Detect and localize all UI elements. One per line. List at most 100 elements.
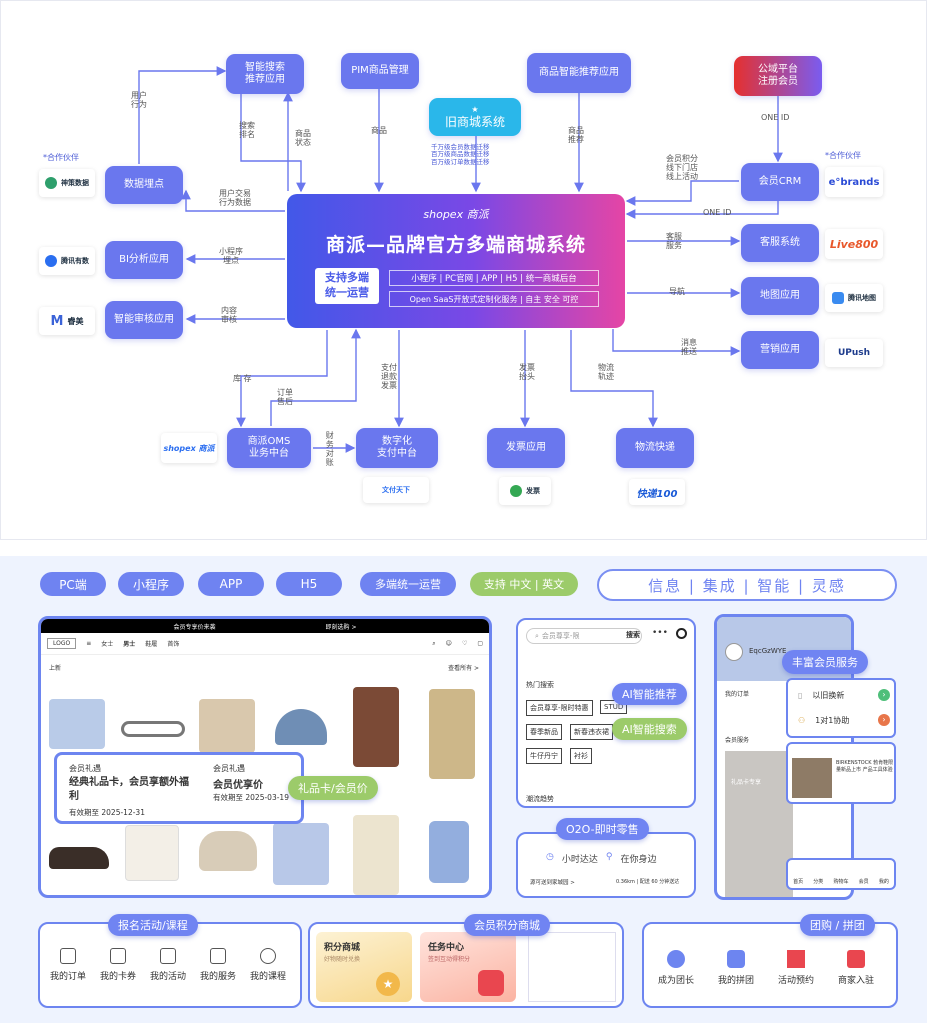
product-socks[interactable]: [429, 821, 469, 883]
phone-services: 会员服务: [725, 737, 750, 744]
edge-one-id: ONE ID: [703, 208, 732, 217]
search-button[interactable]: 搜索: [626, 631, 640, 639]
desktop-logo: LOGO: [47, 638, 77, 649]
edge-search-rank: 搜索 排名: [239, 121, 255, 140]
become-leader[interactable]: 成为团长: [658, 950, 694, 986]
nav-home[interactable]: 首页: [793, 879, 804, 885]
heart-icon[interactable]: ♡: [461, 640, 468, 647]
group-tag: 团购 / 拼团: [800, 914, 875, 936]
chip-5[interactable]: 衬衫: [570, 748, 592, 764]
bag-icon[interactable]: ▢: [477, 640, 483, 647]
leader-icon: [667, 950, 685, 968]
product-tank[interactable]: [353, 687, 399, 767]
tagline: 信息 | 集成 | 智能 | 灵感: [597, 569, 897, 601]
partner-tencent-youshu: 腾讯有数: [39, 247, 95, 275]
edge-product: 商品: [371, 126, 387, 135]
nav-jewelry[interactable]: 首饰: [167, 641, 180, 648]
task-center[interactable]: 任务中心 签到互动得积分: [420, 932, 516, 1002]
pill-h5: H5: [276, 572, 342, 596]
o2o-row[interactable]: 源可送到家城园 >: [530, 880, 575, 886]
coupon2-title: 会员优享价: [213, 780, 263, 791]
o2o-hour: ◷ 小时达达 ⚲ 在你身边: [546, 852, 657, 865]
my-coupons[interactable]: 我的卡券: [100, 948, 136, 982]
product-pants2[interactable]: [353, 815, 399, 895]
edge-order-afterservice: 订单 售后: [277, 388, 293, 407]
product-pants[interactable]: [429, 689, 475, 779]
edge-user-trade: 用户交易 行为数据: [219, 189, 251, 208]
partner-upush: UPush: [825, 339, 883, 367]
phone-logo: [725, 643, 743, 661]
banner-link[interactable]: 即刻选购 >: [325, 623, 357, 631]
product-cap[interactable]: [275, 709, 327, 745]
o2o-dist: 0.36km | 配送 60 分钟送达: [616, 879, 680, 885]
merchant-join[interactable]: 商家入驻: [838, 950, 874, 986]
chip-3[interactable]: 新春违衣裙: [570, 724, 613, 740]
node-customer-service: 客服系统: [741, 224, 819, 262]
center-badge: 支持多端 统一运营: [315, 268, 379, 304]
group-icon: [727, 950, 745, 968]
activities-card: 我的订单 我的卡券 我的活动 我的服务 我的课程: [38, 922, 302, 1008]
node-audit: 智能审核应用: [105, 301, 183, 339]
node-recommend: 商品智能推荐应用: [527, 53, 631, 93]
old-mall-label: 旧商城系统: [444, 114, 505, 129]
edge-invoice-header: 发票 抬头: [519, 363, 535, 382]
nav-category[interactable]: 分类: [813, 879, 824, 885]
product-shirt2[interactable]: [273, 823, 329, 885]
nav-member[interactable]: 会员: [858, 879, 869, 885]
phone-orders[interactable]: 我的订单: [725, 691, 750, 698]
more-icon[interactable]: •••: [652, 628, 668, 638]
node-public-platform: 公域平台 注册会员: [734, 56, 822, 96]
product-shirt[interactable]: [199, 699, 255, 753]
my-orders[interactable]: 我的订单: [50, 948, 86, 982]
search-icon[interactable]: ⌕: [432, 639, 436, 647]
course-icon: [260, 948, 276, 964]
assist-item[interactable]: ⚇ 1对1协助 ›: [798, 714, 890, 726]
section-title: 上新: [49, 665, 62, 672]
chip-0[interactable]: 会员尊享-限时特惠: [526, 700, 593, 716]
diagram-connectors: [138, 66, 783, 453]
ai-recommend-tag: AI智能推荐: [612, 683, 687, 705]
node-data-tracking: 数据埋点: [105, 166, 183, 204]
star-icon: ★: [471, 104, 479, 114]
nav-cart[interactable]: 购物车: [833, 879, 849, 885]
menu-icon[interactable]: ≡: [86, 640, 92, 647]
chip-4[interactable]: 牛仔丹宁: [526, 748, 562, 764]
edge-logistics-track: 物流 轨迹: [598, 363, 614, 382]
edge-user-behavior: 用户 行为: [131, 91, 147, 110]
tencent-youshu-logo-icon: [45, 255, 57, 267]
product-glasses[interactable]: [121, 721, 185, 737]
banner-text: BIRKENSTOCK 勃肯鞋限量新品上市 产品工具体验: [836, 760, 894, 773]
node-pim: PIM商品管理: [341, 53, 419, 89]
exchange-item[interactable]: ▯ 以旧换新 ›: [798, 689, 890, 701]
rich-member-tag: 丰富会员服务: [782, 650, 868, 674]
partner-label-right: *合作伙伴: [825, 151, 861, 160]
product-shoe[interactable]: [49, 847, 109, 869]
product-tee2[interactable]: [125, 825, 179, 881]
old-mall-sub: 千万级会员数据迁移 百万级商品数据迁移 百万级订单数据迁移: [431, 143, 490, 166]
edge-inventory: 库 存: [233, 374, 252, 383]
product-tshirt[interactable]: [49, 699, 105, 749]
target-icon[interactable]: [676, 628, 687, 639]
user-icon[interactable]: ☺: [445, 640, 452, 647]
points-mall[interactable]: 积分商城 好物随时兑换 ★: [316, 932, 412, 1002]
center-row2: Open SaaS开放式定制化服务 | 自主 安全 可控: [389, 291, 599, 307]
partner-label-left: *合作伙伴: [43, 153, 79, 162]
my-group[interactable]: 我的拼团: [718, 950, 754, 986]
my-activities[interactable]: 我的活动: [150, 948, 186, 982]
node-bi: BI分析应用: [105, 241, 183, 279]
chip-2[interactable]: 春季新品: [526, 724, 562, 740]
view-all-link[interactable]: 查看所有 >: [448, 665, 479, 672]
nav-men[interactable]: 男士: [123, 641, 136, 648]
product-bucket[interactable]: [199, 831, 257, 871]
pin-icon: ⚲: [605, 852, 613, 862]
center-logo: shopex 商派: [423, 208, 489, 221]
edge-content-audit: 内容 审核: [221, 306, 237, 325]
my-courses[interactable]: 我的课程: [250, 948, 286, 982]
activity-booking[interactable]: 活动预约: [778, 950, 814, 986]
nav-women[interactable]: 女士: [101, 641, 114, 648]
pill-miniapp: 小程序: [118, 572, 184, 596]
nav-mine[interactable]: 我的: [878, 879, 889, 885]
points-card: 积分商城 好物随时兑换 ★ 任务中心 签到互动得积分: [308, 922, 624, 1008]
nav-shoes[interactable]: 鞋履: [145, 641, 158, 648]
my-services[interactable]: 我的服务: [200, 948, 236, 982]
